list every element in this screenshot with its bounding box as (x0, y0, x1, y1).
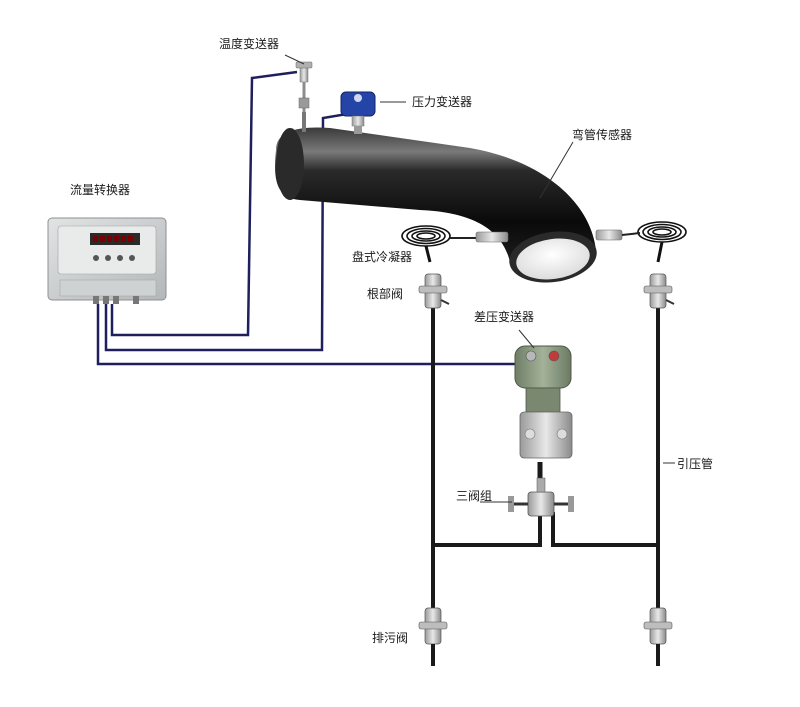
impulse-lines (431, 308, 660, 610)
coil-condenser-right (637, 221, 687, 263)
drain-valve-left (418, 607, 448, 666)
flow-converter-label: 流量转换器 (70, 183, 131, 197)
flow-converter (47, 217, 167, 304)
drain-valve-label: 排污阀 (372, 631, 409, 645)
condenser-label: 盘式冷凝器 (352, 250, 413, 264)
pressure-transmitter-label: 压力变送器 (412, 95, 473, 109)
drain-valve-right (643, 607, 673, 666)
root-valve-left (418, 273, 450, 309)
temperature-transmitter (295, 61, 313, 132)
leader-lines (284, 54, 675, 503)
condenser-connectors (450, 229, 641, 243)
elbow-sensor-label: 弯管传感器 (572, 128, 633, 142)
dp-signal-cable (96, 304, 520, 366)
dp-transmitter-label: 差压变送器 (474, 310, 535, 324)
root-valve-label: 根部阀 (367, 287, 404, 301)
coil-condenser-left (401, 225, 451, 263)
temperature-signal-cable (110, 70, 298, 337)
temperature-transmitter-label: 温度变送器 (219, 37, 280, 51)
dp-transmitter (514, 345, 573, 459)
signal-cables (96, 70, 520, 366)
pressure-transmitter (340, 91, 376, 134)
pressure-signal-cable (104, 111, 354, 352)
impulse-pipe-label: 引压管 (677, 457, 714, 471)
elbow-pipe-sensor (275, 127, 597, 283)
three-valve-manifold-label: 三阀组 (456, 489, 493, 503)
root-valve-right (643, 273, 675, 309)
three-valve-manifold (508, 477, 574, 517)
